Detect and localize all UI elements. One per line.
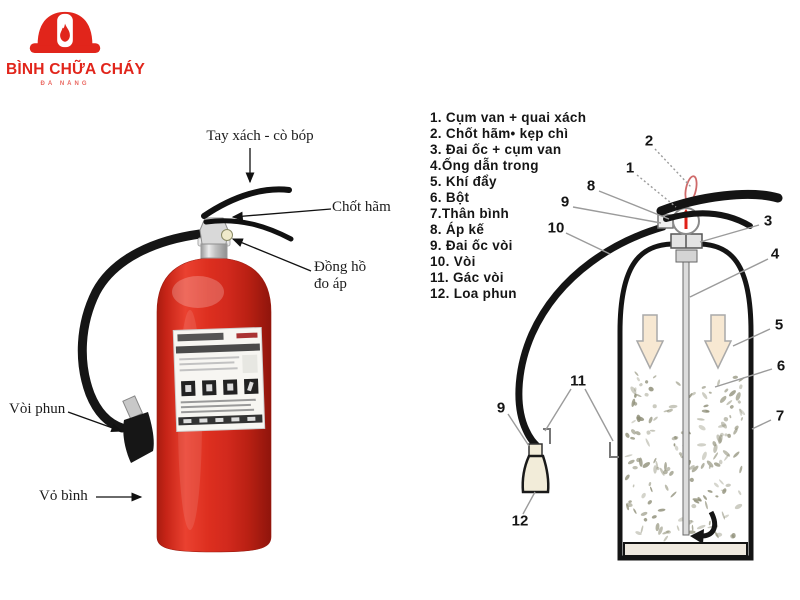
diagram-leader-lines: [507, 148, 773, 515]
callout-4: 4: [770, 245, 780, 263]
callout-3: 3: [763, 212, 773, 230]
callout-7: 7: [775, 407, 785, 425]
diagram-hose-bracket-left: [543, 428, 551, 444]
legend-item: 5. Khí đẩy: [430, 174, 497, 189]
callout-10: 10: [547, 219, 565, 237]
diagram-valve-assembly: [656, 175, 783, 263]
flame-icon: [60, 23, 70, 42]
photo-annotation-arrows: [67, 148, 332, 502]
diagram-suction-arrowhead: [690, 529, 704, 544]
callout-1: 1: [625, 159, 635, 177]
diagram-legend: 1. Cụm van + quai xách 2. Chốt hãm• kẹp …: [430, 110, 586, 302]
legend-item: 1. Cụm van + quai xách: [430, 110, 587, 125]
legend-item: 4.Ống dẫn trong: [430, 158, 539, 173]
callout-2: 2: [644, 132, 654, 150]
diagram-gas-arrows: [635, 314, 733, 370]
photo-lower-lever: [203, 218, 294, 242]
diagram-hose-bracket-right: [609, 442, 619, 458]
photo-label-shell: Vỏ bình: [39, 488, 88, 504]
diagram-horn: [521, 454, 550, 494]
callout-9-bottom: 9: [496, 399, 506, 417]
callout-11: 11: [570, 372, 586, 390]
fire-helmet-icon: [29, 11, 101, 54]
photo-hose: [77, 229, 205, 433]
legend-item: 11. Gác vòi: [430, 270, 504, 285]
legend-item: 2. Chốt hãm• kẹp chì: [430, 126, 569, 141]
photo-nozzle: [123, 412, 154, 463]
diagram-base: [623, 542, 748, 557]
legend-item: 10. Vòi: [430, 254, 476, 269]
diagram-carry-handle: [656, 189, 783, 216]
photo-label-handle: Tay xách - cò bóp: [206, 128, 314, 144]
legend-item: 6. Bột: [430, 190, 470, 205]
brand-logo: BÌNH CHỮA CHÁY ĐÀ NẴNG: [6, 8, 146, 87]
cutaway-diagram: [507, 148, 783, 561]
photo-upper-lever: [201, 186, 292, 219]
legend-item: 9. Đai ốc vòi: [430, 238, 513, 253]
extinguisher-photo: [67, 148, 332, 553]
photo-label-gauge: Đồng hồ đo áp: [314, 259, 367, 292]
callout-5: 5: [774, 316, 784, 334]
brand-title: BÌNH CHỮA CHÁY: [6, 61, 146, 78]
callout-12: 12: [511, 512, 529, 530]
legend-item: 3. Đai ốc + cụm van: [430, 142, 562, 157]
photo-label-nozzle: Vòi phun: [9, 401, 66, 417]
legend-item: 12. Loa phun: [430, 286, 517, 301]
brand-subtitle: ĐÀ NẴNG: [40, 81, 90, 87]
diagram-nozzle-nut: [528, 443, 543, 457]
callout-9-top: 9: [560, 193, 570, 211]
diagram-trigger-lever: [663, 210, 753, 229]
callout-6: 6: [776, 357, 786, 375]
photo-collar: [200, 243, 228, 259]
diagram-inner-tube: [682, 261, 690, 536]
legend-item: 8. Áp kế: [430, 222, 485, 237]
photo-sticker: [172, 326, 266, 432]
photo-valve-head: [199, 217, 229, 245]
photo-shine: [172, 276, 224, 308]
photo-pressure-gauge: [221, 229, 233, 241]
photo-label-safety-pin: Chốt hãm: [332, 199, 391, 215]
legend-item: 7.Thân bình: [430, 206, 510, 221]
callout-8: 8: [586, 177, 596, 195]
